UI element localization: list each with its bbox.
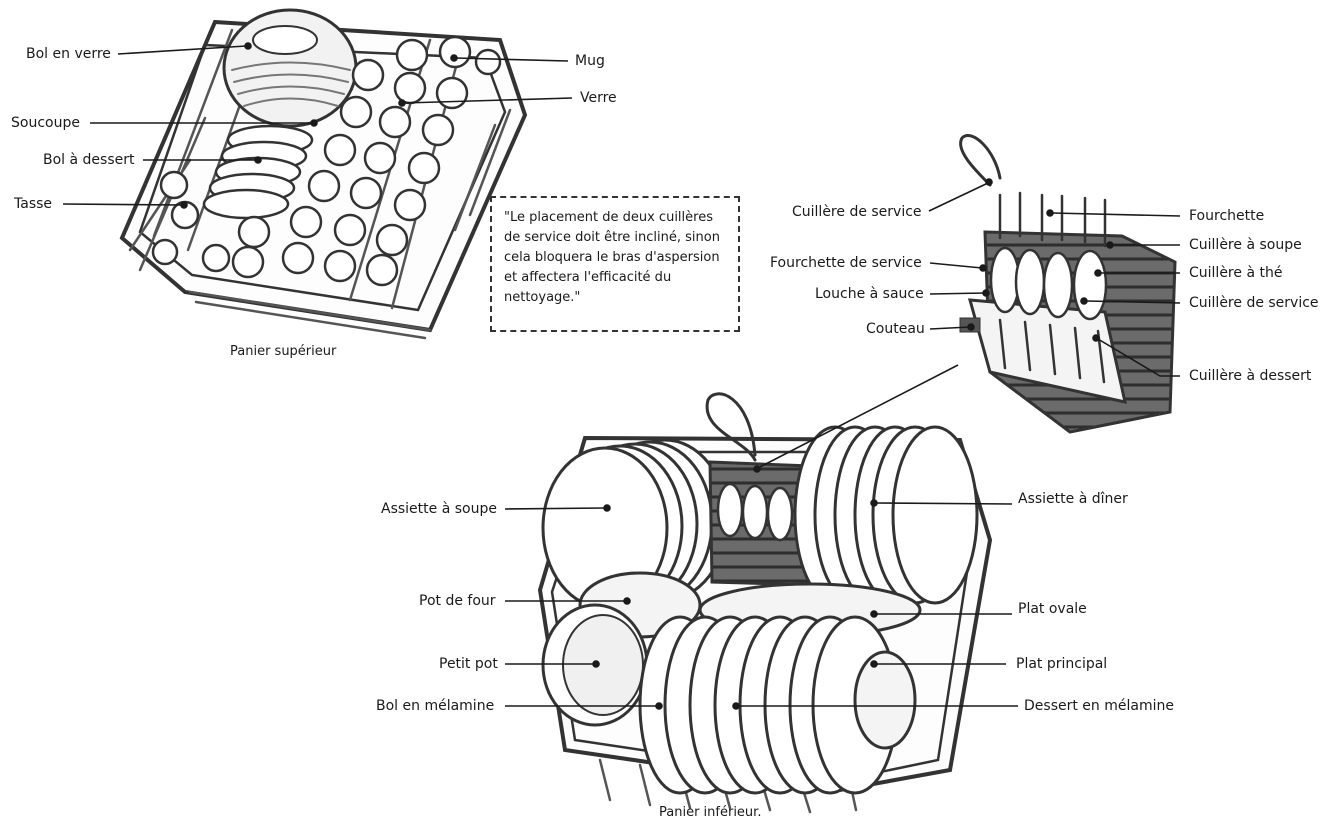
label-louche-a-sauce: Louche à sauce [815, 286, 924, 302]
label-fourchette-de-service: Fourchette de service [770, 255, 922, 271]
label-plat-ovale: Plat ovale [1018, 601, 1087, 617]
label-pot-de-four: Pot de four [419, 593, 496, 609]
leader-lines [62, 42, 1181, 710]
label-couteau: Couteau [866, 321, 925, 337]
label-bol-a-dessert: Bol à dessert [43, 152, 135, 168]
lower-basket-illustration [537, 392, 993, 814]
caption-panier-inferieur: Panier inférieur. [659, 805, 762, 820]
label-petit-pot: Petit pot [439, 656, 498, 672]
label-assiette-a-diner: Assiette à dîner [1018, 491, 1128, 507]
label-assiette-a-soupe: Assiette à soupe [381, 501, 497, 517]
upper-basket-illustration [119, 8, 528, 340]
label-cuillere-a-the: Cuillère à thé [1189, 265, 1283, 281]
label-cuillere-de-service-right: Cuillère de service [1189, 295, 1319, 311]
label-cuillere-de-service-left: Cuillère de service [792, 204, 922, 220]
cutlery-basket-illustration [959, 134, 1177, 434]
label-bol-en-verre: Bol en verre [26, 46, 111, 62]
label-verre: Verre [580, 90, 617, 106]
label-cuillere-a-soupe: Cuillère à soupe [1189, 237, 1302, 253]
label-bol-en-melamine: Bol en mélamine [376, 698, 495, 714]
label-tasse: Tasse [14, 196, 53, 212]
label-soucoupe: Soucoupe [11, 115, 80, 131]
label-dessert-en-melamine: Dessert en mélamine [1024, 698, 1174, 714]
label-plat-principal: Plat principal [1016, 656, 1108, 672]
label-cuillere-a-dessert: Cuillère à dessert [1189, 368, 1312, 384]
caption-panier-superieur: Panier supérieur [230, 344, 337, 359]
label-mug: Mug [575, 53, 605, 69]
note-serving-spoons: "Le placement de deux cuillères de servi… [490, 196, 740, 332]
label-fourchette: Fourchette [1189, 208, 1265, 224]
